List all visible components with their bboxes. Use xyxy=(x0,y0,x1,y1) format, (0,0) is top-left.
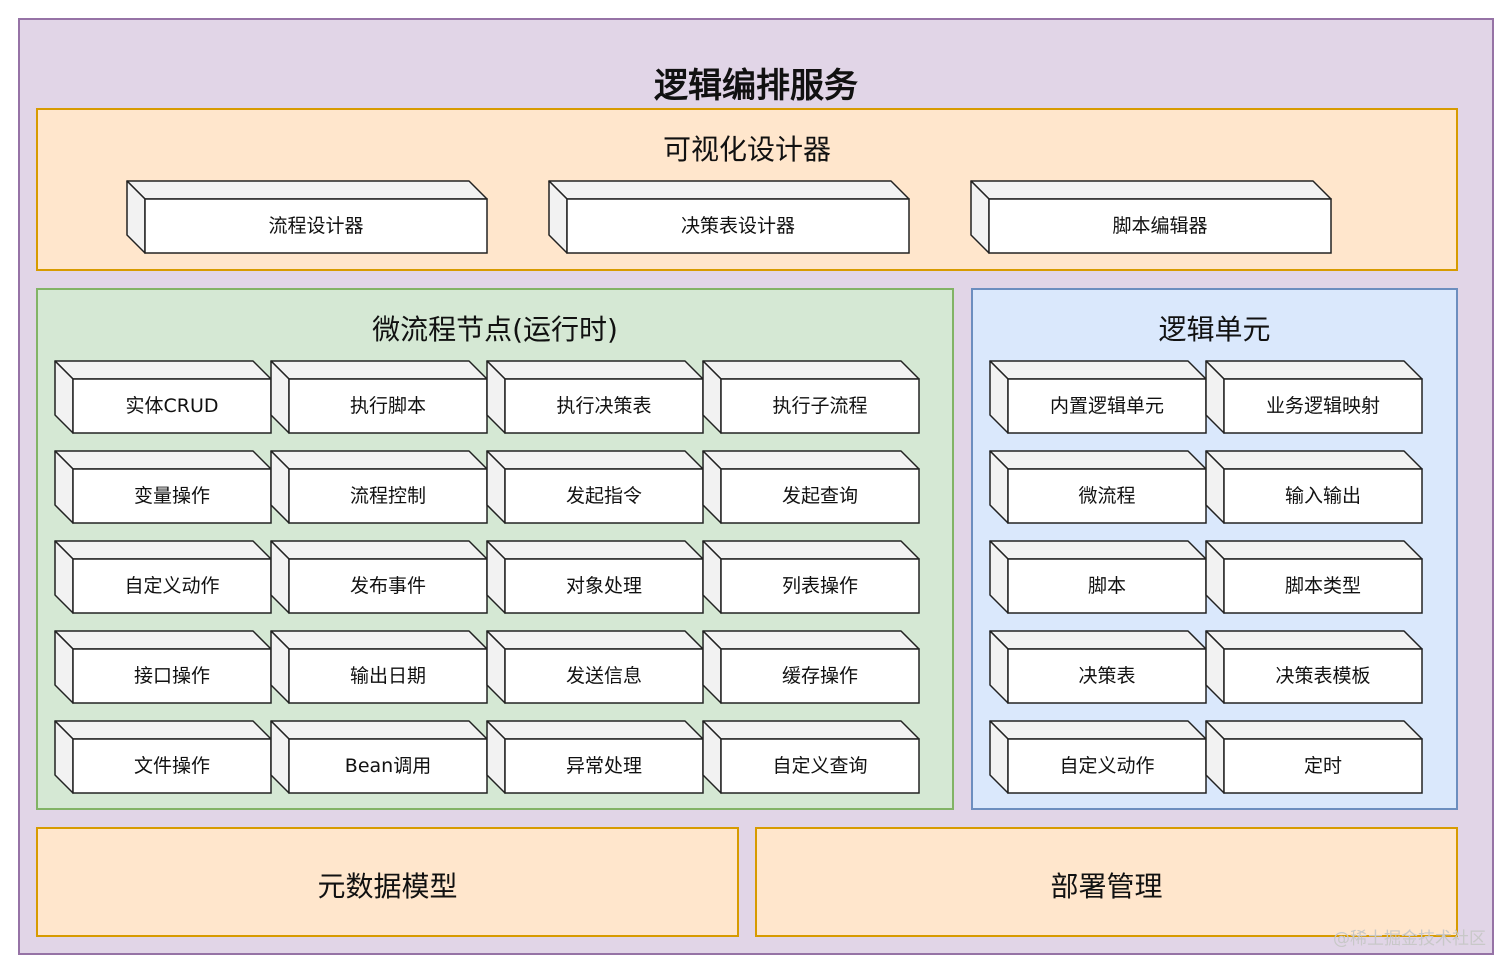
node-box-label: 执行决策表 xyxy=(556,395,652,417)
designer-box: 脚本编辑器 xyxy=(970,180,1332,254)
node-box: 流程控制 xyxy=(270,450,488,524)
node-box: 执行脚本 xyxy=(270,360,488,434)
node-box-label: 发起指令 xyxy=(565,485,642,507)
node-box: 发送信息 xyxy=(486,630,704,704)
unit-box: 自定义动作 xyxy=(989,720,1207,794)
unit-box-label: 定时 xyxy=(1303,755,1342,777)
unit-box: 决策表 xyxy=(989,630,1207,704)
node-box-label: 自定义查询 xyxy=(772,755,868,777)
unit-box-label: 脚本 xyxy=(1087,575,1126,597)
node-box-label: 实体CRUD xyxy=(125,395,219,417)
unit-box-label: 决策表 xyxy=(1078,665,1136,687)
designer-box: 流程设计器 xyxy=(126,180,488,254)
node-box-label: 执行子流程 xyxy=(772,395,868,417)
node-box-label: 发布事件 xyxy=(349,575,426,597)
node-box-label: Bean调用 xyxy=(344,755,432,777)
designer-box-label: 流程设计器 xyxy=(268,215,364,237)
node-box: 文件操作 xyxy=(54,720,272,794)
unit-box-label: 输入输出 xyxy=(1284,485,1361,507)
node-box-label: 对象处理 xyxy=(565,575,642,597)
node-box: 变量操作 xyxy=(54,450,272,524)
node-box: 执行决策表 xyxy=(486,360,704,434)
node-box: 缓存操作 xyxy=(702,630,920,704)
node-box-label: 发送信息 xyxy=(565,665,642,687)
unit-box-label: 自定义动作 xyxy=(1059,755,1155,777)
watermark: @稀土掘金技术社区 xyxy=(1333,929,1486,949)
designer-box-label: 脚本编辑器 xyxy=(1112,215,1208,237)
units-section-title: 逻辑单元 xyxy=(1158,313,1271,346)
unit-box-label: 业务逻辑映射 xyxy=(1265,395,1380,417)
deployment-management-title: 部署管理 xyxy=(1050,870,1163,903)
unit-box: 业务逻辑映射 xyxy=(1205,360,1423,434)
designer-box: 决策表设计器 xyxy=(548,180,910,254)
unit-box-label: 决策表模板 xyxy=(1275,665,1371,687)
node-box: 对象处理 xyxy=(486,540,704,614)
unit-box: 微流程 xyxy=(989,450,1207,524)
node-box-label: 异常处理 xyxy=(565,755,642,777)
node-box-label: 流程控制 xyxy=(349,485,426,507)
node-box-label: 接口操作 xyxy=(133,665,210,687)
node-box-label: 列表操作 xyxy=(781,575,858,597)
unit-box: 内置逻辑单元 xyxy=(989,360,1207,434)
node-box: 发布事件 xyxy=(270,540,488,614)
node-box-label: 执行脚本 xyxy=(349,395,426,417)
node-box: 接口操作 xyxy=(54,630,272,704)
unit-box: 决策表模板 xyxy=(1205,630,1423,704)
node-box: 自定义动作 xyxy=(54,540,272,614)
node-box-label: 输出日期 xyxy=(349,665,426,687)
node-box-label: 变量操作 xyxy=(133,485,210,507)
nodes-section-title: 微流程节点(运行时) xyxy=(372,313,618,346)
unit-box: 输入输出 xyxy=(1205,450,1423,524)
node-box-label: 发起查询 xyxy=(781,485,858,507)
designer-section-title: 可视化设计器 xyxy=(662,133,831,166)
node-box: 实体CRUD xyxy=(54,360,272,434)
unit-box-label: 微流程 xyxy=(1078,485,1136,507)
node-box-label: 缓存操作 xyxy=(781,665,858,687)
unit-box-label: 脚本类型 xyxy=(1284,575,1361,597)
node-box: 执行子流程 xyxy=(702,360,920,434)
node-box-label: 自定义动作 xyxy=(124,575,220,597)
metadata-model-section: 元数据模型 xyxy=(36,827,739,937)
unit-box: 脚本 xyxy=(989,540,1207,614)
unit-box: 定时 xyxy=(1205,720,1423,794)
node-box: 自定义查询 xyxy=(702,720,920,794)
node-box: 异常处理 xyxy=(486,720,704,794)
unit-box: 脚本类型 xyxy=(1205,540,1423,614)
designer-box-label: 决策表设计器 xyxy=(680,215,795,237)
node-box: 列表操作 xyxy=(702,540,920,614)
main-title: 逻辑编排服务 xyxy=(654,66,858,106)
node-box: 发起查询 xyxy=(702,450,920,524)
deployment-management-section: 部署管理 xyxy=(755,827,1458,937)
node-box-label: 文件操作 xyxy=(133,755,210,777)
node-box: 输出日期 xyxy=(270,630,488,704)
metadata-model-title: 元数据模型 xyxy=(317,870,458,903)
node-box: Bean调用 xyxy=(270,720,488,794)
unit-box-label: 内置逻辑单元 xyxy=(1049,395,1164,417)
node-box: 发起指令 xyxy=(486,450,704,524)
